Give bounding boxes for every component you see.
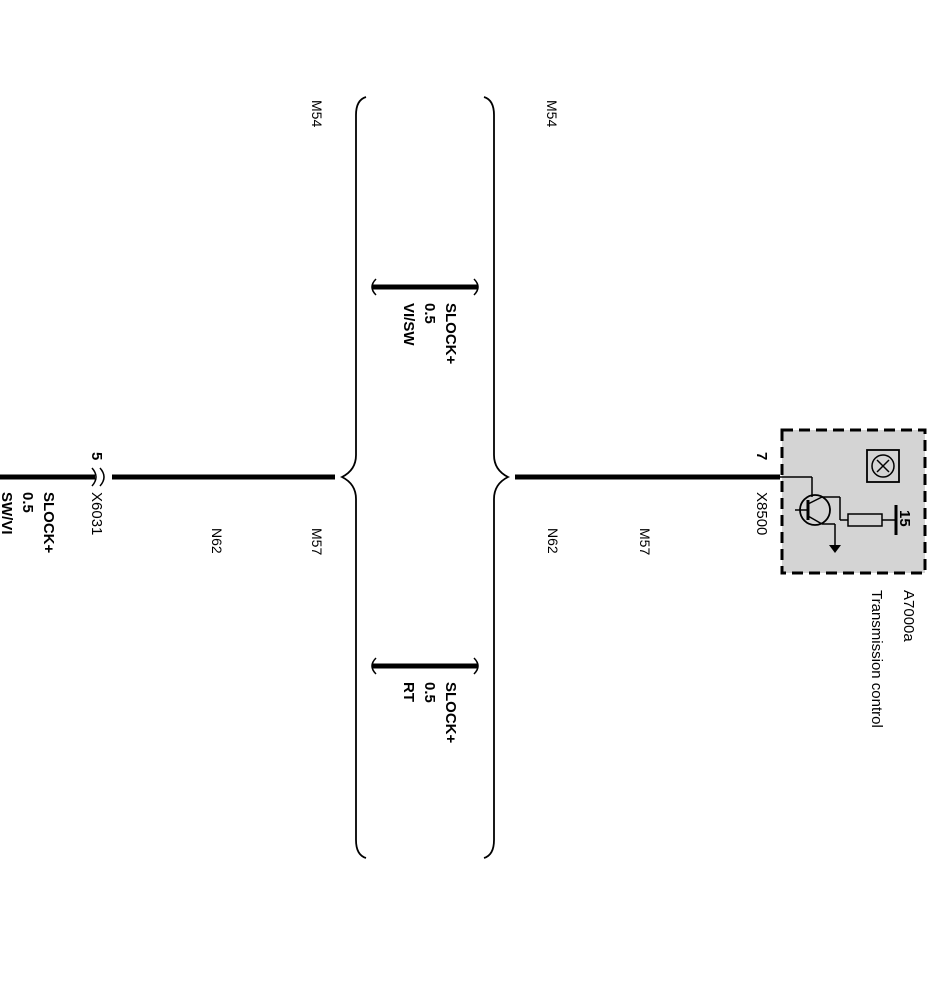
variant-label-left-inner: M57 [309, 528, 325, 555]
module-a7000a-box [780, 428, 927, 575]
wire-top-signal: SLOCK+ [442, 303, 459, 365]
module-id: A7000a [900, 590, 917, 642]
wire-bottom-signal: SLOCK+ [442, 682, 459, 744]
module-connector-id: X8500 [753, 492, 770, 535]
transistor-icon [795, 477, 841, 526]
wire-bottom-size: 0.5 [421, 682, 438, 703]
variant-label-right-inner: N62 [545, 528, 561, 554]
wire-branch-vi-sw [371, 278, 479, 296]
ground-icon [829, 524, 841, 553]
wire-top-color: VI/SW [400, 303, 417, 346]
variant-label-left-top: M54 [309, 100, 325, 127]
connector-x6031-symbol [91, 467, 105, 487]
module-name: Transmission control [868, 590, 885, 728]
variant-label-left-outer: N62 [209, 528, 225, 554]
module-pin: 7 [753, 452, 770, 460]
connector-left-color: SW/VI [0, 492, 15, 535]
module-terminal: 15 [896, 510, 913, 527]
wire-branch-rt [371, 657, 479, 675]
connector-left-id: X6031 [88, 492, 105, 535]
wire-top-size: 0.5 [421, 303, 438, 324]
connector-left-pin: 5 [88, 452, 105, 460]
variant-brace-right [483, 96, 511, 859]
resistor-icon [840, 505, 898, 535]
variant-label-right-outer: M57 [637, 528, 653, 555]
variant-brace-left [339, 96, 367, 859]
connector-left-signal: SLOCK+ [40, 492, 57, 554]
connector-left-size: 0.5 [19, 492, 36, 513]
component-symbol-icon [866, 449, 900, 483]
variant-label-right-top: M54 [544, 100, 560, 127]
wire-bottom-color: RT [400, 682, 417, 702]
